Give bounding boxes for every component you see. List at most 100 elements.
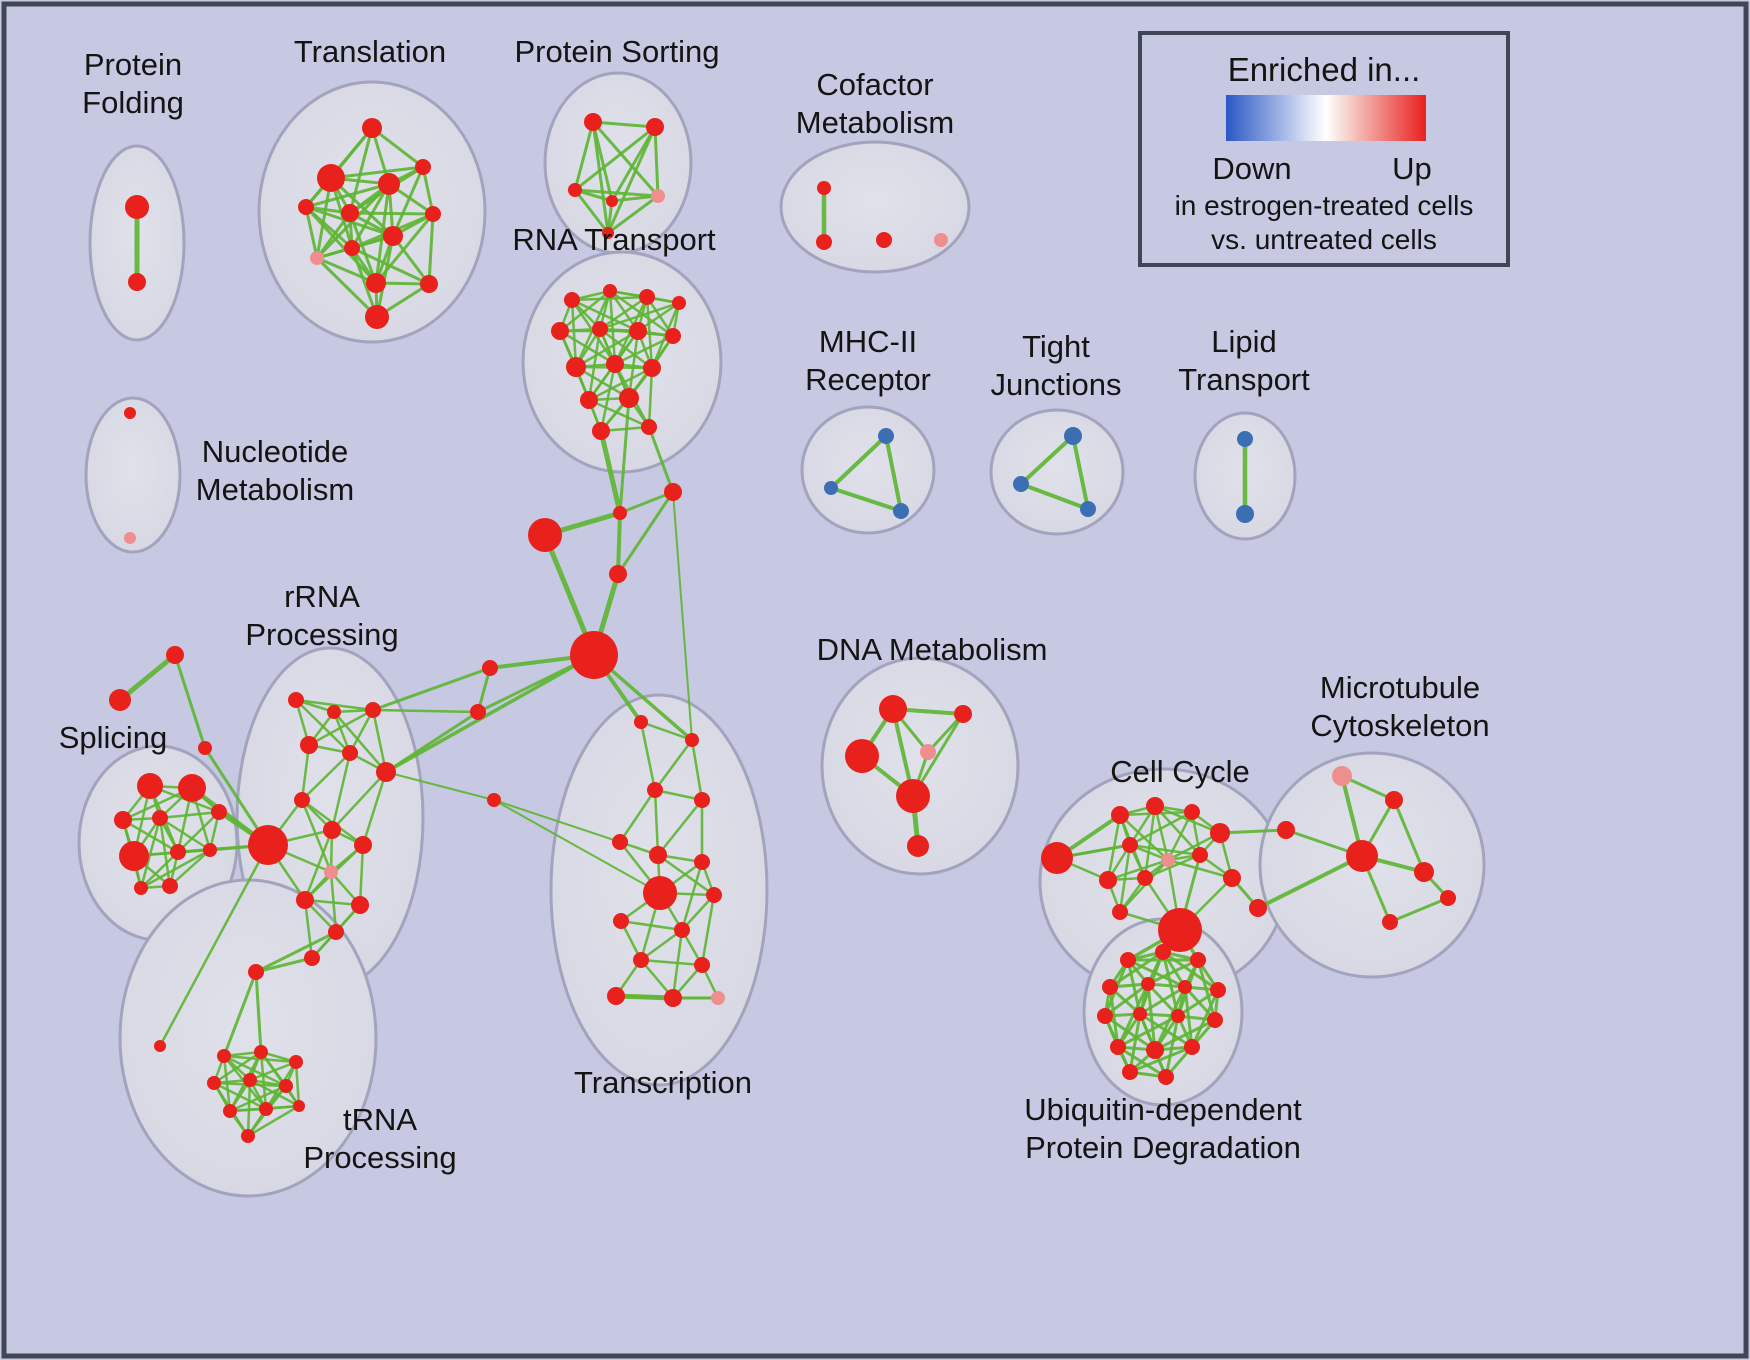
gene-set-node xyxy=(1178,980,1192,994)
network-edge xyxy=(254,970,263,1054)
gene-set-node xyxy=(324,865,338,879)
gene-set-node xyxy=(152,810,168,826)
gene-set-node xyxy=(300,736,318,754)
network-edge xyxy=(591,120,610,235)
network-edge xyxy=(1019,482,1090,511)
gene-set-node xyxy=(425,206,441,222)
gene-set-node xyxy=(634,715,648,729)
network-edge xyxy=(613,993,676,1001)
gene-set-node xyxy=(816,234,832,250)
gene-set-node xyxy=(1207,1012,1223,1028)
network-edge xyxy=(173,653,207,750)
gene-set-node xyxy=(289,1055,303,1069)
network-edge xyxy=(248,1060,298,1082)
gene-set-node xyxy=(1249,899,1267,917)
gene-set-node xyxy=(1210,982,1226,998)
network-edge xyxy=(259,1050,268,1111)
network-edge xyxy=(618,490,675,515)
network-edge xyxy=(639,958,704,967)
network-edge xyxy=(371,666,492,712)
gene-set-node xyxy=(566,357,586,377)
gene-set-node xyxy=(1133,1007,1147,1021)
network-edge xyxy=(361,770,388,847)
gene-set-node xyxy=(211,804,227,820)
gene-set-node xyxy=(1158,1069,1174,1085)
gene-set-node xyxy=(664,989,682,1007)
gene-set-node xyxy=(1385,791,1403,809)
network-edge xyxy=(303,898,314,960)
network-edge xyxy=(246,1104,301,1138)
gene-set-node xyxy=(328,924,344,940)
network-edge xyxy=(1019,434,1075,486)
gene-set-node xyxy=(1332,766,1352,786)
gene-set-node xyxy=(351,896,369,914)
network-edge xyxy=(348,708,375,755)
gene-set-node xyxy=(124,532,136,544)
gene-set-node xyxy=(1064,427,1082,445)
cluster-label-protein-sorting: Protein Sorting xyxy=(514,34,719,69)
gene-set-node xyxy=(1137,870,1153,886)
gene-set-node xyxy=(317,164,345,192)
network-edge xyxy=(222,970,258,1058)
gene-set-node xyxy=(1146,1041,1164,1059)
gene-set-node xyxy=(154,1040,166,1052)
cluster-label-cofactor-metabolism: Metabolism xyxy=(796,105,955,140)
network-edge xyxy=(121,818,180,854)
network-edge xyxy=(304,205,378,285)
network-edge xyxy=(350,182,391,250)
legend-up-label: Up xyxy=(1392,151,1432,186)
gene-set-node xyxy=(643,359,661,377)
network-edge xyxy=(653,738,694,792)
network-edge xyxy=(139,848,212,890)
legend-caption-line1: in estrogen-treated cells xyxy=(1175,190,1474,221)
network-edge xyxy=(613,334,675,366)
network-edge xyxy=(1071,434,1090,511)
network-edge xyxy=(1118,858,1170,914)
legend-title: Enriched in... xyxy=(1228,51,1421,88)
network-edge xyxy=(350,246,379,319)
network-edge xyxy=(573,188,660,198)
gene-set-node xyxy=(125,195,149,219)
gene-set-node xyxy=(1122,1064,1138,1080)
network-edge xyxy=(493,799,661,894)
cluster-label-tight-junctions: Junctions xyxy=(991,367,1122,402)
network-edge xyxy=(653,125,660,198)
gene-set-node xyxy=(817,181,831,195)
network-edge xyxy=(315,256,378,285)
gene-set-node xyxy=(613,913,629,929)
network-edge xyxy=(294,1060,301,1108)
cluster-nucleotide-metabolism xyxy=(84,396,182,554)
network-edge xyxy=(1108,985,1120,1049)
gene-set-node xyxy=(706,887,722,903)
gene-set-node xyxy=(366,273,386,293)
cluster-label-ubiquitin-degradation: Protein Degradation xyxy=(1025,1130,1301,1165)
gene-set-node xyxy=(694,957,710,973)
legend-gradient-bar xyxy=(1226,95,1426,141)
cluster-label-lipid-transport: Lipid xyxy=(1211,324,1277,359)
gene-set-node xyxy=(639,289,655,305)
gene-set-node xyxy=(248,825,288,865)
gene-set-node xyxy=(1237,431,1253,447)
network-edge xyxy=(315,256,379,319)
network-edge xyxy=(371,708,480,714)
gene-set-node xyxy=(241,1129,255,1143)
network-edge xyxy=(300,743,311,802)
network-edge xyxy=(371,708,388,774)
network-edge xyxy=(672,491,693,741)
gene-set-node xyxy=(647,782,663,798)
gene-set-node xyxy=(920,744,936,760)
gene-set-node xyxy=(1097,1008,1113,1024)
gene-set-node xyxy=(551,322,569,340)
gene-set-node xyxy=(383,226,403,246)
network-edge xyxy=(1164,1014,1180,1079)
gene-set-node xyxy=(1440,890,1456,906)
network-edge xyxy=(228,1084,288,1113)
gene-set-node xyxy=(592,422,610,440)
gene-set-node xyxy=(203,843,217,857)
gene-set-node xyxy=(327,705,341,719)
network-edge xyxy=(176,810,221,854)
gene-set-node xyxy=(376,762,396,782)
gene-set-node xyxy=(1414,862,1434,882)
legend-caption-line2: vs. untreated cells xyxy=(1211,224,1437,255)
network-edge xyxy=(168,848,212,888)
